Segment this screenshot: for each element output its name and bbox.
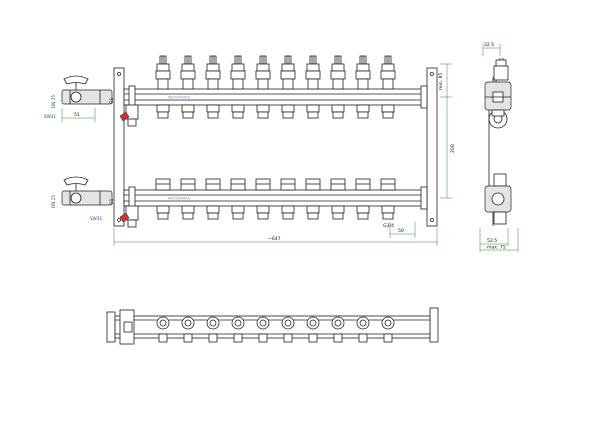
return-valve: [255, 178, 271, 220]
top-view: [106, 307, 439, 345]
dim-valve-length-label: 51: [74, 112, 80, 118]
ball-valve-bottom: [61, 176, 113, 206]
flow-meter: [230, 55, 246, 90]
flow-meter: [355, 55, 371, 90]
dim-sw-top: SW31: [44, 114, 56, 119]
dim-bottom-thread: G1: [109, 198, 115, 205]
outlet-union-top: [281, 104, 295, 119]
outlet-union-top: [206, 104, 220, 119]
outlet-union-top: [231, 104, 245, 119]
brand-label-top: WATERMARK: [168, 96, 191, 100]
outlet-union-top: [381, 104, 395, 119]
topview-outlet: [281, 316, 295, 343]
outlet-union-top: [181, 104, 195, 119]
topview-outlet: [331, 316, 345, 343]
dim-top-thread: G1: [109, 97, 115, 104]
front-view: WATERMARK WATERMARK: [44, 55, 456, 246]
topview-outlet: [256, 316, 270, 343]
flow-meter: [180, 55, 196, 90]
vent-drain-top: [119, 104, 139, 127]
return-valve: [230, 178, 246, 220]
topview-outlet: [231, 316, 245, 343]
return-valve: [205, 178, 221, 220]
brand-label-bottom: WATERMARK: [168, 197, 191, 201]
dim-side-max-depth: max. 75: [487, 245, 506, 251]
dim-header-height: 200 min. 85: [438, 63, 456, 199]
dim-side-top-width: 32.5: [484, 42, 494, 48]
dim-valve-length: 51: [61, 108, 96, 122]
flow-meter: [330, 55, 346, 90]
dim-header-height-label: 200: [450, 144, 456, 153]
dim-outlet-spacing-label: 50: [398, 228, 404, 234]
return-valve: [180, 178, 196, 220]
flow-meter: [380, 55, 396, 90]
bottom-outlets: [155, 178, 396, 220]
dim-total-length: ~647: [113, 228, 438, 246]
outlet-union-top: [306, 104, 320, 119]
flow-meter: [255, 55, 271, 90]
dim-side-base-depth: 52.5: [487, 238, 497, 244]
topview-outlet: [356, 316, 370, 343]
dim-bottom-pipe-size: DN 25: [51, 195, 56, 208]
return-valve: [155, 178, 171, 220]
outlet-union-top: [156, 104, 170, 119]
outlet-union-top: [331, 104, 345, 119]
dim-top-pipe-size: DN 25: [51, 95, 56, 108]
ball-valve-top: [61, 75, 113, 105]
topview-outlet: [156, 316, 170, 343]
flow-meter: [205, 55, 221, 90]
return-valve: [380, 178, 396, 220]
topview-outlet: [381, 316, 395, 343]
left-bracket: [113, 67, 125, 227]
outlet-union-top: [356, 104, 370, 119]
dim-total-length-label: ~647: [268, 236, 281, 242]
flow-meter: [155, 55, 171, 90]
top-outlets: [155, 55, 396, 119]
dim-sw-bottom: SW31: [90, 216, 102, 221]
vent-drain-bottom: [119, 205, 139, 228]
return-valve: [355, 178, 371, 220]
topview-outlet: [181, 316, 195, 343]
topview-outlets: [156, 316, 395, 343]
topview-outlet: [306, 316, 320, 343]
dim-outlet-spacing: 50 G3/4: [383, 222, 416, 238]
return-valve: [280, 178, 296, 220]
dim-top-offset-label: min. 85: [438, 72, 444, 90]
right-bracket: [426, 67, 438, 227]
dim-outlet-thread-label: G3/4: [383, 223, 394, 229]
side-view: 32.5 52.5 max. 75: [479, 42, 519, 252]
return-valve: [305, 178, 321, 220]
topview-outlet: [206, 316, 220, 343]
outlet-union-top: [256, 104, 270, 119]
flow-meter: [280, 55, 296, 90]
return-valve: [330, 178, 346, 220]
flow-meter: [305, 55, 321, 90]
